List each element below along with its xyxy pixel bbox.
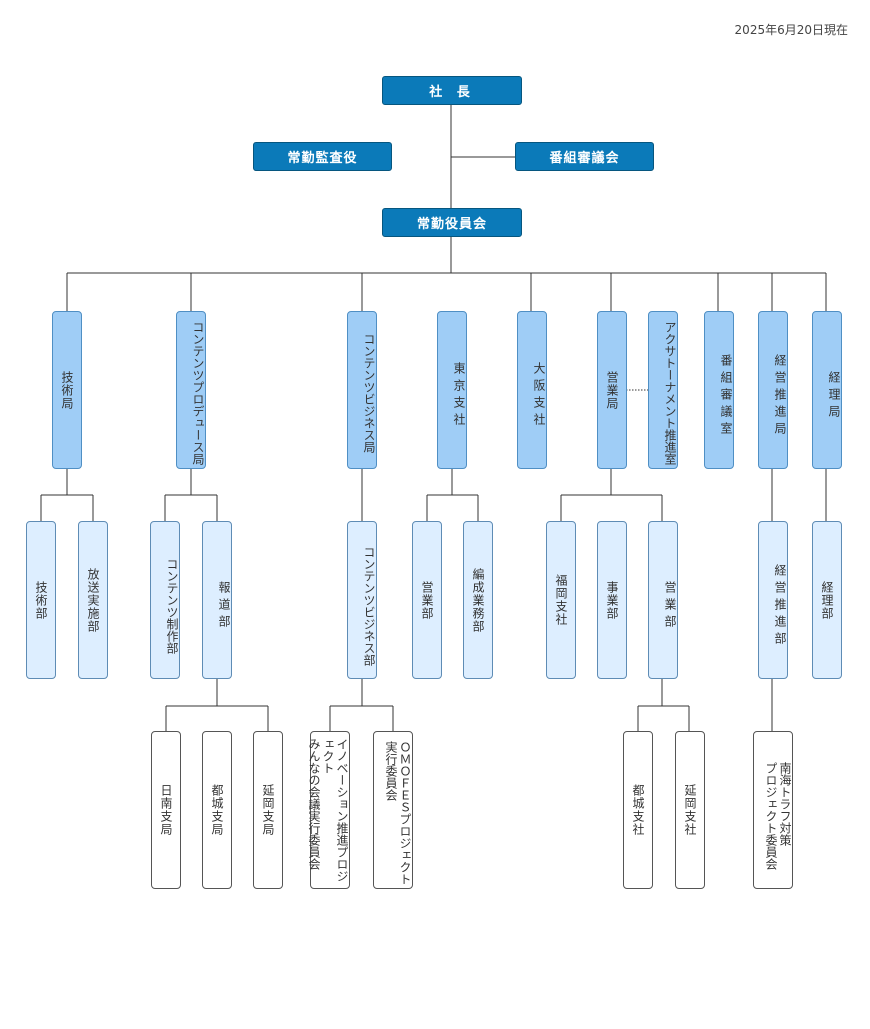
as-of-date: 2025年6月20日現在 bbox=[734, 23, 848, 37]
dept-management-promotion[interactable]: 経営推進部 bbox=[758, 521, 788, 679]
dept-content-business[interactable]: コンテンツビジネス部 bbox=[347, 521, 377, 679]
dept-broadcast-ops[interactable]: 放送実施部 bbox=[78, 521, 108, 679]
bureau-engineering[interactable]: 技術局 bbox=[52, 311, 82, 469]
dept-engineering[interactable]: 技術部 bbox=[26, 521, 56, 679]
dept-programming-ops[interactable]: 編成業務部 bbox=[463, 521, 493, 679]
unit-miyakonojo-branch[interactable]: 都城支社 bbox=[623, 731, 653, 889]
unit-innovation-project[interactable]: イノベーション推進プロジェクト みんなの会議実行委員会 bbox=[307, 731, 350, 889]
dept-sales[interactable]: 営業部 bbox=[648, 521, 678, 679]
bureau-content-business[interactable]: コンテンツビジネス局 bbox=[347, 311, 377, 469]
dept-business[interactable]: 事業部 bbox=[597, 521, 627, 679]
program-council-box[interactable]: 番組審議会 bbox=[515, 142, 654, 171]
executive-committee-box[interactable]: 常勤役員会 bbox=[382, 208, 522, 237]
unit-nichinan[interactable]: 日南支局 bbox=[151, 731, 181, 889]
dept-content-production[interactable]: コンテンツ制作部 bbox=[150, 521, 180, 679]
unit-nobeoka-bureau[interactable]: 延岡支局 bbox=[253, 731, 283, 889]
bureau-management-promotion[interactable]: 経営推進局 bbox=[758, 311, 788, 469]
dept-fukuoka[interactable]: 福岡支社 bbox=[546, 521, 576, 679]
bureau-accounting[interactable]: 経理局 bbox=[812, 311, 842, 469]
dept-sales-tokyo[interactable]: 営業部 bbox=[412, 521, 442, 679]
unit-nankai-project[interactable]: 南海トラフ対策 プロジェクト委員会 bbox=[753, 731, 793, 889]
bureau-sales[interactable]: 営業局 bbox=[597, 311, 627, 469]
bureau-osaka[interactable]: 大阪支社 bbox=[517, 311, 547, 469]
bureau-content-produce[interactable]: コンテンツプロデュース局 bbox=[176, 311, 206, 469]
bureau-acutenament[interactable]: アクサトーナメント推進室 bbox=[648, 311, 678, 469]
unit-omofes-project[interactable]: ＯＭＯＦＥＳプロジェクト 実行委員会 bbox=[373, 731, 413, 889]
unit-nobeoka-branch[interactable]: 延岡支社 bbox=[675, 731, 705, 889]
bureau-tokyo[interactable]: 東京支社 bbox=[437, 311, 467, 469]
unit-miyakonojo-bureau[interactable]: 都城支局 bbox=[202, 731, 232, 889]
dept-news[interactable]: 報道部 bbox=[202, 521, 232, 679]
bureau-program-council-office[interactable]: 番組審議室 bbox=[704, 311, 734, 469]
dept-accounting[interactable]: 経理部 bbox=[812, 521, 842, 679]
auditor-box[interactable]: 常勤監査役 bbox=[253, 142, 392, 171]
president-box[interactable]: 社 長 bbox=[382, 76, 522, 105]
